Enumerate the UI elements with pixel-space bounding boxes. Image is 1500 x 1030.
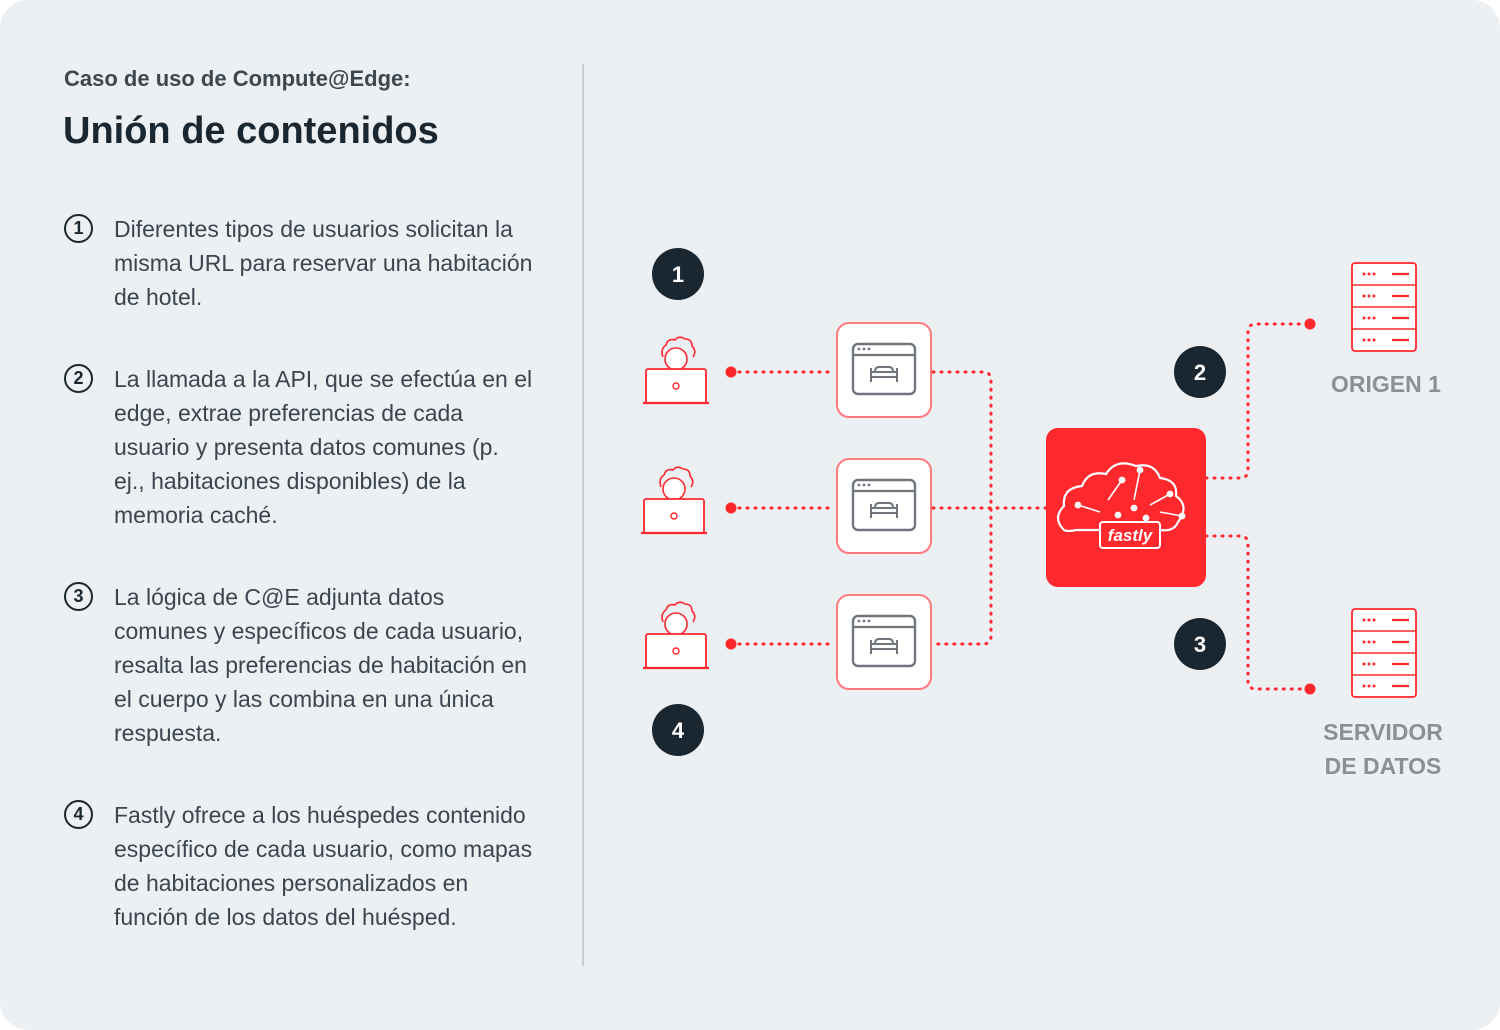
badge-1: 1 — [652, 248, 704, 300]
data-server-label-line1: SERVIDOR — [1323, 719, 1443, 745]
step-number-2: 2 — [64, 364, 93, 393]
connector-dot — [1304, 318, 1316, 330]
browser-bed-icon — [835, 593, 933, 691]
svg-text:1: 1 — [672, 262, 684, 287]
page-title: Unión de contenidos — [63, 110, 439, 152]
fastly-logo-text: fastly — [1108, 526, 1154, 545]
connector-edge-dataserver — [1204, 534, 1311, 691]
divider-line — [582, 64, 584, 966]
origin-label: ORIGEN 1 — [1331, 371, 1441, 397]
connector-dot — [1304, 683, 1316, 695]
connector-lines — [729, 322, 1311, 691]
step-text-4: Fastly ofrece a los huéspedes contenido … — [114, 802, 533, 930]
browser-bed-icon — [835, 457, 933, 555]
badge-2: 2 — [1174, 346, 1226, 398]
fastly-cloud-icon — [1056, 462, 1185, 533]
user-laptop-icon — [639, 466, 709, 535]
server-rack-icon — [1350, 261, 1418, 353]
step-number-3: 3 — [64, 582, 93, 611]
page-subtitle: Caso de uso de Compute@Edge: — [64, 66, 411, 91]
fastly-edge-node: fastly — [1046, 428, 1206, 587]
server-rack-icon — [1350, 607, 1418, 699]
svg-text:2: 2 — [1194, 360, 1206, 385]
connector-dot — [725, 502, 737, 514]
browser-bed-icon — [835, 321, 933, 419]
step-text-1: Diferentes tipos de usuarios solicitan l… — [114, 216, 533, 310]
svg-text:4: 4 — [672, 718, 685, 743]
svg-text:3: 3 — [1194, 632, 1206, 657]
step-text-3: La lógica de C@E adjunta datos comunes y… — [114, 584, 527, 746]
user-laptop-icon — [641, 336, 711, 405]
step-text-2: La llamada a la API, que se efectúa en e… — [114, 366, 533, 528]
step-number-4: 4 — [64, 800, 93, 829]
connector-edge-origin — [1204, 322, 1311, 480]
user-laptop-icon — [641, 601, 711, 670]
data-server-label-line2: DE DATOS — [1325, 753, 1442, 779]
step-number-1: 1 — [64, 214, 93, 243]
connector-dot — [725, 638, 737, 650]
connector-dot — [725, 366, 737, 378]
badge-3: 3 — [1174, 618, 1226, 670]
badge-4: 4 — [652, 704, 704, 756]
